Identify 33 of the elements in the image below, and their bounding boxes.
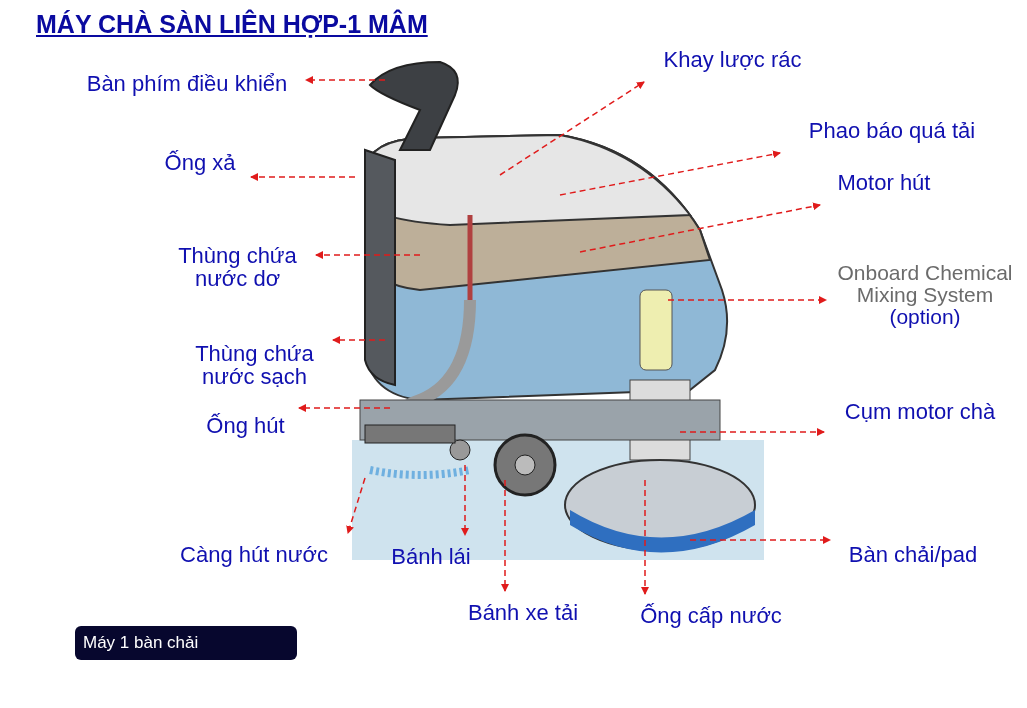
part-label: Phao báo quá tải — [808, 119, 976, 143]
leader-line — [579, 202, 821, 253]
leader-line — [641, 479, 649, 595]
leader-line — [679, 428, 825, 436]
leader-line — [315, 251, 421, 259]
leader-line — [499, 81, 645, 176]
part-label: Bánh lái — [391, 545, 471, 569]
part-label: Motor hút — [837, 171, 931, 195]
leader-line — [298, 404, 391, 412]
part-label: Bánh xe tải — [467, 601, 579, 625]
part-label: Ống xả — [164, 151, 236, 175]
leader-line — [250, 173, 356, 181]
leader-line — [305, 76, 386, 84]
part-label: Onboard Chemical Mixing System — [836, 261, 1014, 306]
part-label: (option) — [889, 306, 961, 329]
leader-line — [501, 479, 509, 592]
part-label: Ống cấp nước — [640, 604, 782, 628]
part-label: Khay lược rác — [663, 48, 802, 72]
part-label: Thùng chứa nước dơ — [177, 243, 298, 291]
leader-line — [559, 150, 781, 196]
part-label: Càng hút nước — [180, 543, 328, 567]
part-label: Ống hút — [206, 414, 285, 438]
diagram-title: MÁY CHÀ SÀN LIÊN HỢP-1 MÂM — [36, 8, 428, 40]
leader-line — [667, 296, 827, 304]
leader-line — [332, 336, 386, 344]
leader-line — [461, 464, 469, 536]
part-label: Cụm motor chà — [844, 400, 996, 424]
part-label: Bàn phím điều khiển — [86, 72, 288, 96]
leader-line — [689, 536, 831, 544]
part-label: Bàn chải/pad — [848, 543, 978, 567]
caption-badge: Máy 1 bàn chải — [75, 626, 297, 660]
part-label: Thùng chứa nước sạch — [194, 341, 315, 389]
leader-line — [346, 477, 366, 534]
